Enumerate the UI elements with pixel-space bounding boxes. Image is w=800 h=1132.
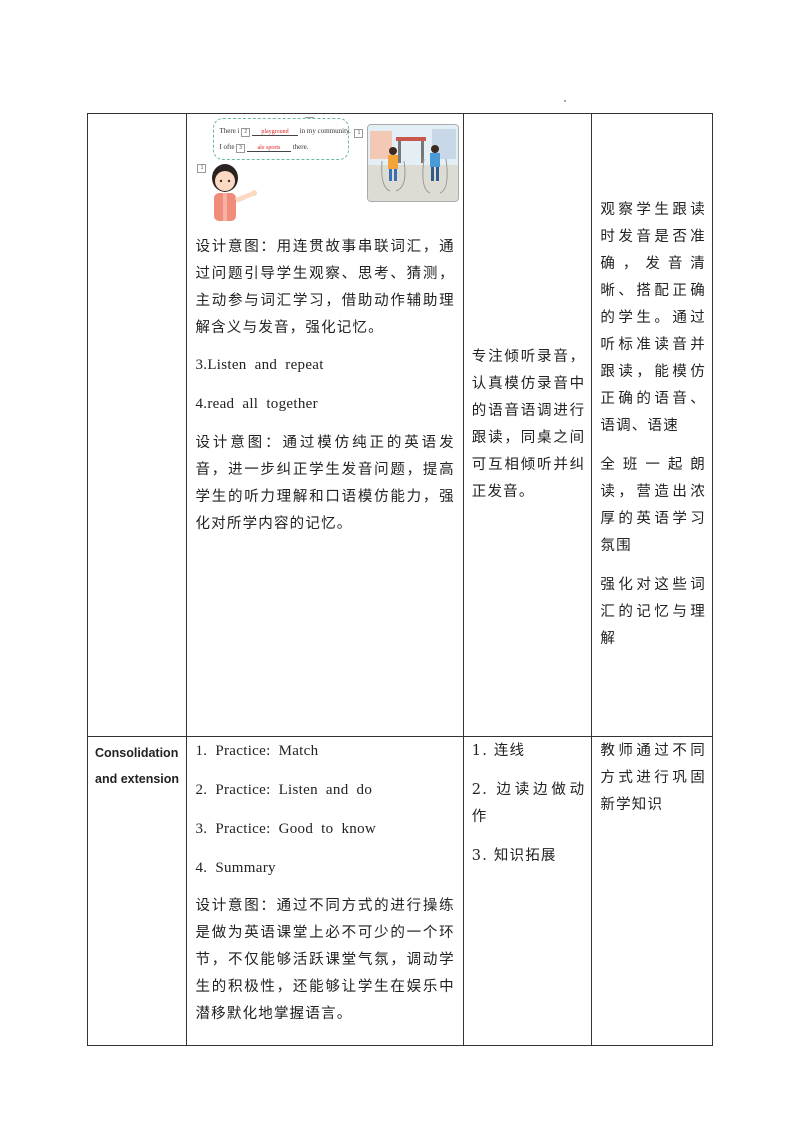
activity-cell: 1 There i 2 playground in my community. … xyxy=(186,113,464,737)
textbook-illustration: 1 There i 2 playground in my community. … xyxy=(195,114,460,234)
number-box: 1 xyxy=(354,129,364,138)
design-intent-text: 设计意图：通过模仿纯正的英语发音，进一步纠正学生发音问题，提高学生的听力理解和口… xyxy=(195,435,455,532)
activity-item: 2. Practice: Listen and do xyxy=(195,782,373,798)
number-box: 1 xyxy=(197,164,207,173)
stage-cell-empty xyxy=(86,113,188,737)
evaluation-text: 观察学生跟读时发音是否准确，发音清晰、搭配正确的学生。通过听标准读音并跟读，能模… xyxy=(600,202,706,434)
table-row: Consolidation and extension 1. Practice:… xyxy=(86,736,713,1046)
evaluation-cell: 教师通过不同方式进行巩固新学知识 xyxy=(591,736,713,1046)
student-activity-item: 3. 知识拓展 xyxy=(471,848,557,864)
student-activity-cell: 1. 连线 2. 边读边做动作 3. 知识拓展 xyxy=(462,736,593,1046)
student-activity-text: 专注倾听录音，认真模仿录音中的语音语调进行跟读，同桌之间可互相倾听并纠正发音。 xyxy=(471,349,586,500)
activity-item: 4. Summary xyxy=(195,860,276,876)
design-intent-text: 设计意图：用连贯故事串联词汇，通过问题引导学生观察、思考、猜测，主动参与词汇学习… xyxy=(195,239,455,336)
activity-item: 3. Practice: Good to know xyxy=(195,821,377,837)
activity-item: 1. Practice: Match xyxy=(195,743,319,759)
girl-character-image xyxy=(212,164,258,221)
bubble-line-2: I ofte 3 ale sports there. xyxy=(219,143,309,153)
student-activity-cell: 专注倾听录音，认真模仿录音中的语音语调进行跟读，同桌之间可互相倾听并纠正发音。 xyxy=(462,113,593,737)
page-dot xyxy=(564,100,566,102)
stage-label: Consolidation and extension xyxy=(95,746,180,786)
playground-scene-image xyxy=(367,124,460,202)
step-listen-repeat: 3.Listen and repeat xyxy=(195,357,324,373)
student-activity-item: 1. 连线 xyxy=(471,743,526,759)
evaluation-text: 全班一起朗读，营造出浓厚的英语学习氛围 xyxy=(600,457,706,554)
lesson-plan-table: 1 There i 2 playground in my community. … xyxy=(86,113,713,1046)
student-activity-item: 2. 边读边做动作 xyxy=(471,782,586,825)
evaluation-cell: 观察学生跟读时发音是否准确，发音清晰、搭配正确的学生。通过听标准读音并跟读，能模… xyxy=(591,113,713,737)
activity-cell: 1. Practice: Match 2. Practice: Listen a… xyxy=(186,736,464,1046)
stage-cell: Consolidation and extension xyxy=(86,736,188,1046)
evaluation-text: 强化对这些词汇的记忆与理解 xyxy=(600,577,706,647)
step-read-together: 4.read all together xyxy=(195,396,318,412)
speech-bubble: There i 2 playground in my community. I … xyxy=(213,118,351,160)
playground-illustration xyxy=(368,125,459,201)
evaluation-text: 教师通过不同方式进行巩固新学知识 xyxy=(600,743,706,813)
table-row: 1 There i 2 playground in my community. … xyxy=(86,113,713,737)
bubble-line-1: There i 2 playground in my community. xyxy=(219,127,351,137)
design-intent-text: 设计意图：通过不同方式的进行操练是做为英语课堂上必不可少的一个环节，不仅能够活跃… xyxy=(195,898,455,1022)
